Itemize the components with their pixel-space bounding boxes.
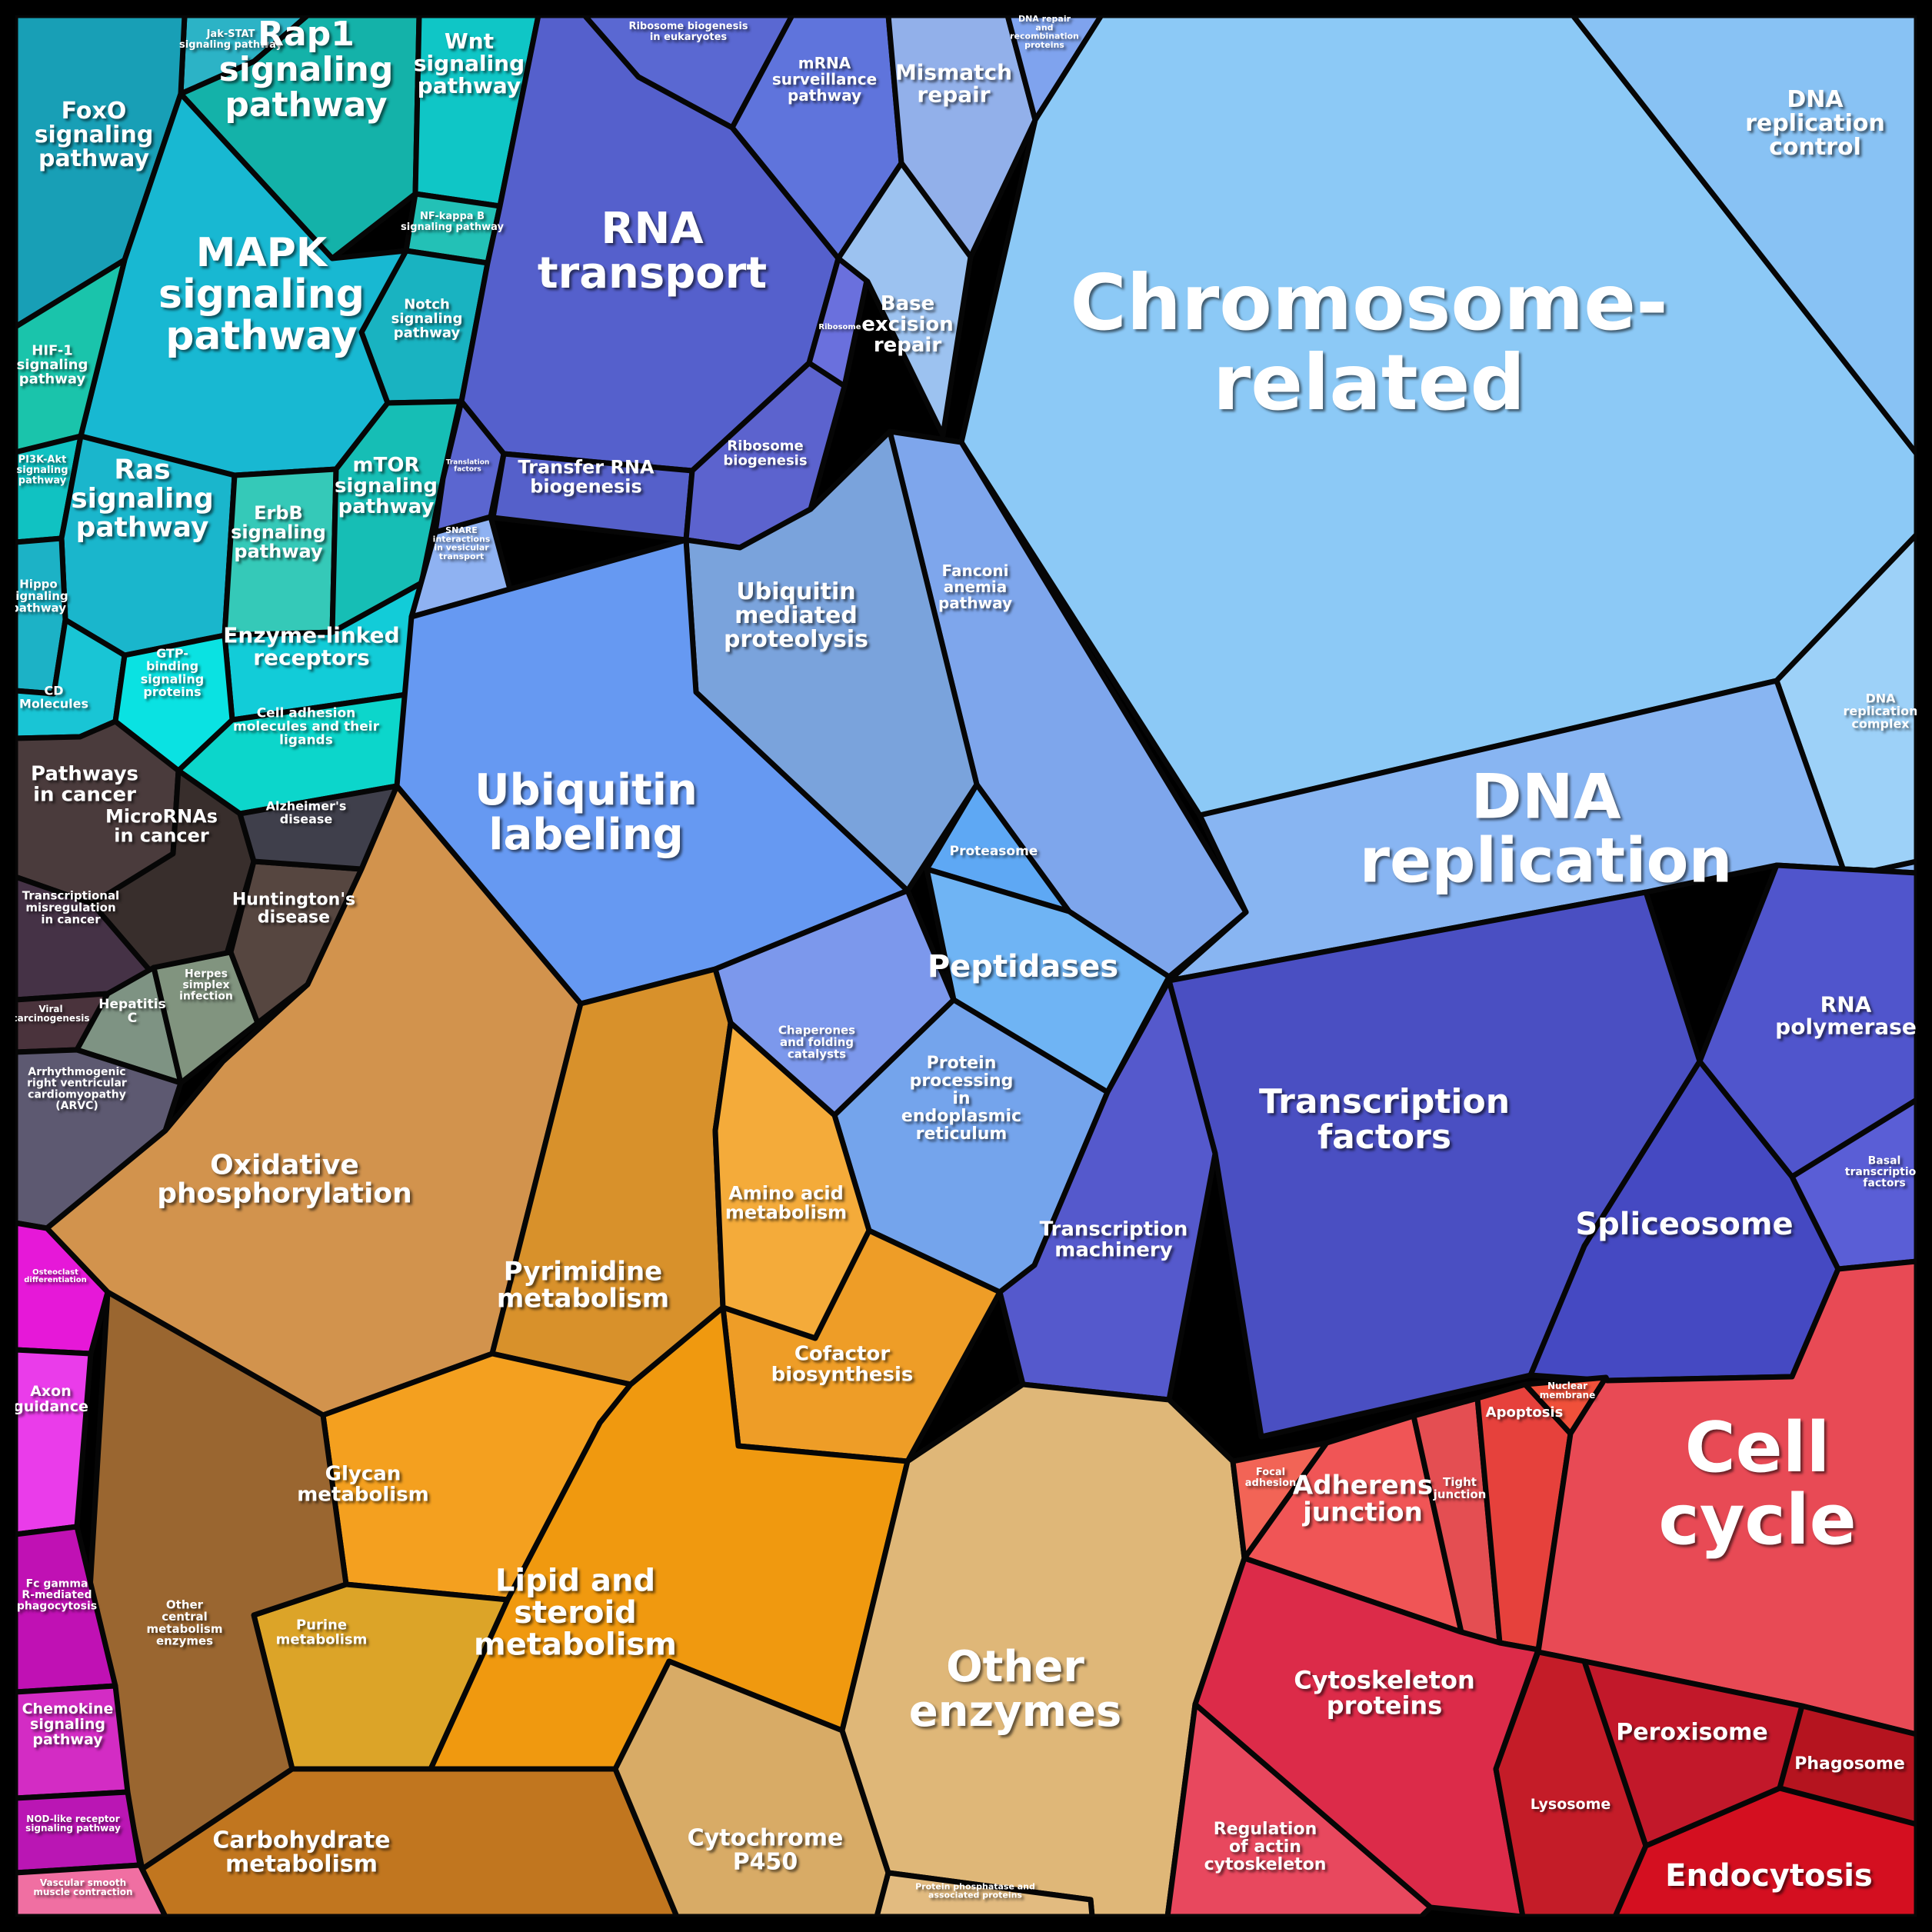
cell-chemokine-signaling[interactable] <box>12 1683 131 1801</box>
cell-base-excision-repair[interactable] <box>835 160 974 438</box>
cell-nod-like-receptor[interactable] <box>12 1789 143 1876</box>
cell-axon-guidance[interactable] <box>12 1347 94 1537</box>
cell-vascular-smooth-muscle[interactable] <box>12 1862 168 1920</box>
cell-ras[interactable] <box>58 433 238 658</box>
cell-erbb[interactable] <box>222 466 339 638</box>
